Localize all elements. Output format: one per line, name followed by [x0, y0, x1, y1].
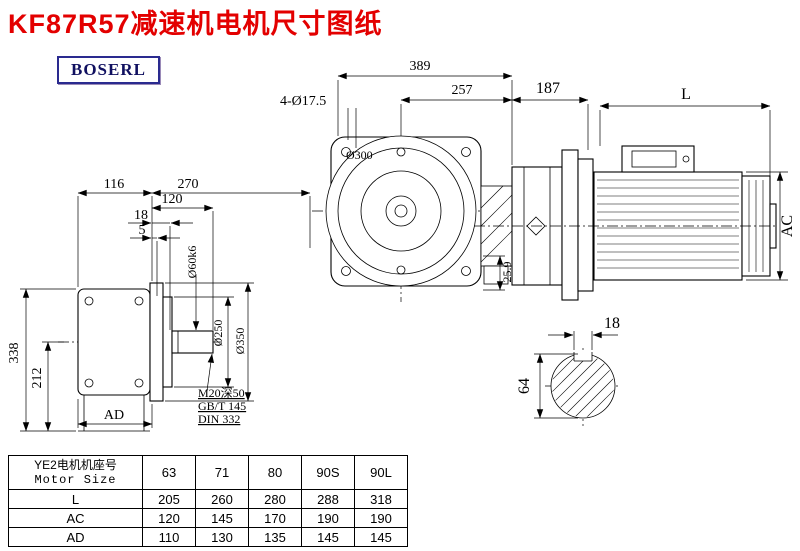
dim-spigot-dia: Ø250 — [211, 320, 225, 347]
col-frame-90s: 90S — [301, 455, 355, 490]
col-frame-63: 63 — [142, 455, 196, 490]
cell-AD-63: 110 — [142, 527, 196, 547]
cell-AC-90s: 190 — [301, 508, 355, 528]
dim-AC: AC — [779, 215, 796, 237]
dim-flange-od-front: Ø300 — [346, 148, 373, 162]
table-row-AD: AD 110 130 135 145 145 — [8, 527, 408, 547]
dim-338: 338 — [7, 343, 22, 364]
top-dimensions: 389 257 187 L 4-Ø17.5 — [280, 59, 771, 200]
terminal-box — [621, 145, 695, 173]
dim-flange-od: Ø350 — [233, 328, 247, 355]
dim-AD: AD — [104, 408, 124, 423]
row-label-L: L — [8, 489, 143, 509]
cell-AD-90s: 145 — [301, 527, 355, 547]
motor-dimension-table: YE2电机机座号 Motor Size 63 71 80 90S 90L L 2… — [8, 455, 408, 547]
dim-389: 389 — [410, 59, 431, 74]
dim-212: 212 — [30, 368, 45, 389]
dim-bolt-holes: 4-Ø17.5 — [280, 94, 326, 109]
dim-18-step: 18 — [134, 208, 148, 223]
cell-AC-90l: 190 — [354, 508, 408, 528]
cell-AC-80: 170 — [248, 508, 302, 528]
side-view: 116 270 120 18 5 Ø60k6 Ø250 — [7, 177, 311, 432]
col-frame-71: 71 — [195, 455, 249, 490]
cell-AC-63: 120 — [142, 508, 196, 528]
dim-187: 187 — [536, 80, 560, 97]
dim-270: 270 — [178, 177, 199, 192]
table-row-AC: AC 120 145 170 190 190 — [8, 508, 408, 528]
table-header-cn: YE2电机机座号 — [34, 457, 117, 472]
dim-L: L — [681, 86, 691, 103]
section-hatching — [552, 355, 614, 417]
cell-L-90l: 318 — [354, 489, 408, 509]
table-header-en: Motor Size — [34, 472, 117, 487]
row-label-AD: AD — [8, 527, 143, 547]
cell-AD-80: 135 — [248, 527, 302, 547]
front-view: Ø300 — [312, 126, 513, 302]
cell-AC-71: 145 — [195, 508, 249, 528]
col-frame-80: 80 — [248, 455, 302, 490]
cell-L-90s: 288 — [301, 489, 355, 509]
page-title: KF87R57减速机电机尺寸图纸 — [8, 9, 383, 39]
cell-AD-90l: 145 — [354, 527, 408, 547]
dim-shaft-dia: Ø60k6 — [185, 246, 199, 279]
dim-5: 5 — [139, 223, 146, 238]
brand-logo: BOSERL — [57, 56, 160, 84]
table-header-row: YE2电机机座号 Motor Size 63 71 80 90S 90L — [8, 455, 408, 490]
table-header-motor-size: YE2电机机座号 Motor Size — [8, 455, 143, 490]
row-label-AC: AC — [8, 508, 143, 528]
shaft-section-view: 18 64 — [516, 315, 621, 426]
dim-116: 116 — [104, 177, 124, 192]
note-m20: M20深50 — [198, 386, 245, 400]
note-gbt145: GB/T 145 — [198, 399, 246, 413]
col-frame-90l: 90L — [354, 455, 408, 490]
dim-64: 64 — [516, 378, 533, 394]
keyway-slot — [574, 350, 592, 361]
motor-view: AC 25.9 — [474, 145, 796, 301]
dim-key-18: 18 — [604, 315, 620, 332]
cell-L-71: 260 — [195, 489, 249, 509]
table-row-L: L 205 260 280 288 318 — [8, 489, 408, 509]
cell-L-63: 205 — [142, 489, 196, 509]
dim-257: 257 — [452, 83, 473, 98]
dim-25-9: 25.9 — [500, 262, 514, 283]
cell-L-80: 280 — [248, 489, 302, 509]
cell-AD-71: 130 — [195, 527, 249, 547]
dim-120: 120 — [162, 192, 183, 207]
motor-cooling-fins — [597, 179, 739, 269]
note-din332: DIN 332 — [198, 412, 240, 426]
